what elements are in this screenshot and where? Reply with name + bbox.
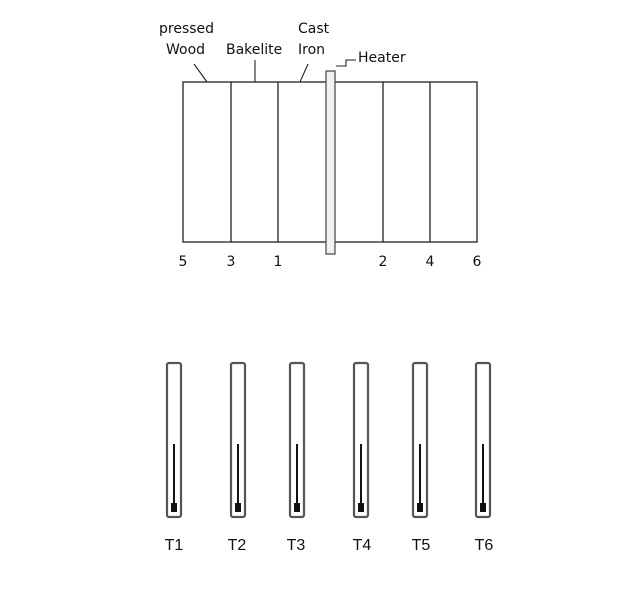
thermometer-label: T4 bbox=[353, 537, 372, 554]
thermometer-label: T3 bbox=[287, 537, 306, 554]
pressed-wood-leader bbox=[193, 63, 208, 83]
thermometer-t1 bbox=[165, 361, 183, 519]
thermometer-bulb bbox=[417, 503, 423, 512]
heater-label: Heater bbox=[358, 50, 406, 66]
cast-iron-label-line1: Cast bbox=[298, 21, 330, 37]
cast-iron-leader bbox=[299, 63, 309, 83]
point-label: 6 bbox=[473, 254, 482, 270]
thermometer-t5 bbox=[411, 361, 429, 519]
thermometer-bulb bbox=[358, 503, 364, 512]
thermometer-label: T1 bbox=[165, 537, 184, 554]
thermometer-tube bbox=[352, 361, 370, 519]
point-label: 2 bbox=[379, 254, 388, 270]
thermometer-tube bbox=[411, 361, 429, 519]
thermometer-t2 bbox=[229, 361, 247, 519]
thermometer-bulb bbox=[480, 503, 486, 512]
thermometer-label: T2 bbox=[228, 537, 247, 554]
heater-plate bbox=[325, 70, 336, 255]
bakelite-label: Bakelite bbox=[226, 42, 282, 58]
thermometer-bulb bbox=[235, 503, 241, 512]
thermometer-tube bbox=[229, 361, 247, 519]
point-label: 1 bbox=[274, 254, 283, 270]
pressed-wood-label-line1: pressed bbox=[159, 21, 214, 37]
point-label: 3 bbox=[227, 254, 236, 270]
cast-iron-label-line2: Iron bbox=[298, 42, 325, 58]
thermometer-t4 bbox=[352, 361, 370, 519]
thermometer-bulb bbox=[171, 503, 177, 512]
point-label: 4 bbox=[426, 254, 435, 270]
thermometer-tube bbox=[474, 361, 492, 519]
thermometer-bulb bbox=[294, 503, 300, 512]
thermometer-tube bbox=[165, 361, 183, 519]
thermometer-tube bbox=[288, 361, 306, 519]
heater-leader bbox=[336, 59, 356, 67]
thermometer-t3 bbox=[288, 361, 306, 519]
thermometer-label: T6 bbox=[475, 537, 494, 554]
thermometer-t6 bbox=[474, 361, 492, 519]
thermometer-label: T5 bbox=[412, 537, 431, 554]
pressed-wood-label-line2: Wood bbox=[166, 42, 205, 58]
point-label: 5 bbox=[179, 254, 188, 270]
